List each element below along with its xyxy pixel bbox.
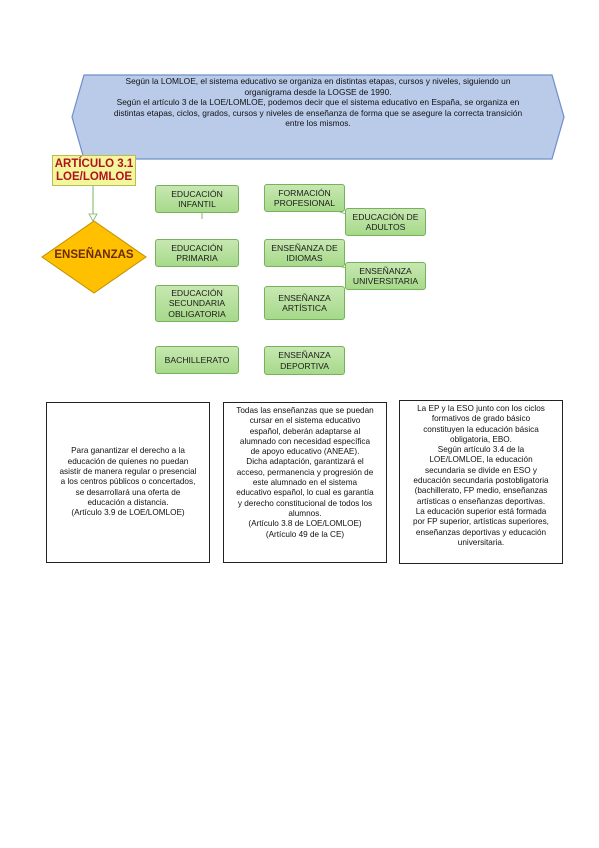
- note-line: educativo español, lo cual es garantía: [236, 488, 374, 498]
- note-line: español, deberán adaptarse al: [249, 426, 361, 436]
- note-line: secundaria se divide en ESO y: [425, 465, 537, 475]
- note-line: La educación superior está formada: [415, 506, 547, 516]
- node-primaria: EDUCACIÓN PRIMARIA: [155, 239, 239, 267]
- note-line: cursar en el sistema educativo: [249, 416, 361, 426]
- node-artistica-label: ENSEÑANZA ARTÍSTICA: [278, 292, 331, 314]
- note-line: se desarrollará una oferta de: [75, 487, 181, 497]
- node-adultos-label: EDUCACIÓN DE ADULTOS: [352, 211, 419, 233]
- article-line1: ARTÍCULO 3.1: [54, 158, 134, 170]
- note-line: alumnado con necesidad específica: [239, 436, 371, 446]
- note-line: (Artículo 3.9 de LOE/LOMLOE): [71, 508, 185, 518]
- note-line: LOE/LOMLOE, la educación: [429, 455, 533, 465]
- note-line: de apoyo educativo (ANEAE).: [250, 447, 360, 457]
- note-ebo: La EP y la ESO junto con los ciclos form…: [399, 400, 563, 564]
- note-line: educación secundaria postobligatoria: [413, 476, 549, 486]
- note-line: constituyen la educación básica: [423, 424, 539, 434]
- note-line: La EP y la ESO junto con los ciclos: [417, 404, 545, 413]
- node-universitaria: ENSEÑANZA UNIVERSITARIA: [345, 262, 426, 290]
- node-idiomas: ENSEÑANZA DE IDIOMAS: [264, 239, 345, 267]
- header-line: Según la LOMLOE, el sistema educativo se…: [125, 76, 511, 86]
- node-fp: FORMACIÓN PROFESIONAL: [264, 184, 345, 212]
- note-line: educación de quienes no puedan: [67, 456, 189, 466]
- note-line: Todas las enseñanzas que se puedan: [236, 406, 374, 415]
- note-line: acceso, permanencia y progresión de: [236, 467, 374, 477]
- node-eso-label: EDUCACIÓN SECUNDARIA OBLIGATORIA: [168, 287, 226, 319]
- diamond-label: ENSEÑANZAS: [54, 249, 134, 261]
- node-deportiva-label: ENSEÑANZA DEPORTIVA: [278, 350, 331, 371]
- note-line: este alumnado en el sistema: [252, 478, 358, 488]
- node-deportiva: ENSEÑANZA DEPORTIVA: [264, 346, 345, 375]
- note-line: Dicha adaptación, garantizará el: [246, 457, 364, 467]
- note-line: asistir de manera regular o presencial: [59, 467, 197, 477]
- node-artistica: ENSEÑANZA ARTÍSTICA: [264, 286, 345, 320]
- note-line: universitaria.: [457, 537, 505, 547]
- node-bachillerato: BACHILLERATO: [155, 346, 239, 374]
- node-idiomas-label: ENSEÑANZA DE IDIOMAS: [271, 242, 338, 264]
- note-line: y derecho constitucional de todos los: [237, 498, 373, 508]
- node-universitaria-label: ENSEÑANZA UNIVERSITARIA: [352, 265, 419, 287]
- header-banner: [71, 74, 565, 160]
- note-line: educación a distancia.: [87, 497, 169, 507]
- note-line: artísticas o enseñanzas deportivas.: [416, 496, 546, 506]
- header-line: entre los mismos.: [285, 118, 351, 129]
- note-line: formativos de grado básico: [431, 414, 531, 424]
- note-distancia: Para ganantizar el derecho a la educació…: [46, 402, 210, 563]
- node-infantil: EDUCACIÓN INFANTIL: [155, 185, 239, 213]
- header-line: organigrama desde la LOGSE de 1990.: [244, 86, 392, 97]
- note-line: (Artículo 49 de la CE): [265, 529, 345, 539]
- node-infantil-label: EDUCACIÓN INFANTIL: [171, 188, 223, 210]
- ensenanzas-diamond: [41, 220, 147, 294]
- note-line: (Artículo 3.8 de LOE/LOMLOE): [248, 519, 362, 529]
- node-bachillerato-label: BACHILLERATO: [164, 354, 230, 365]
- note-line: (bachillerato, FP medio, enseñanzas: [414, 486, 548, 496]
- article-title: ARTÍCULO 3.1 LOE/LOMLOE: [52, 155, 136, 186]
- note-line: obligatoria, EBO.: [450, 434, 512, 444]
- node-fp-label: FORMACIÓN PROFESIONAL: [273, 187, 336, 209]
- article-line2: LOE/LOMLOE: [55, 171, 133, 183]
- note-line: enseñanzas deportivas y educación: [415, 527, 547, 537]
- note-aneae: Todas las enseñanzas que se puedan cursa…: [223, 402, 387, 563]
- note-line: a los centros públicos o concertados,: [60, 477, 196, 487]
- header-text: Según la LOMLOE, el sistema educativo se…: [88, 76, 548, 129]
- note-line: Según artículo 3.4 de la: [437, 445, 525, 455]
- node-primaria-label: EDUCACIÓN PRIMARIA: [171, 242, 223, 264]
- header-line: distintas etapas, ciclos, grados, cursos…: [113, 107, 523, 118]
- node-eso: EDUCACIÓN SECUNDARIA OBLIGATORIA: [155, 285, 239, 322]
- header-line: Según el artículo 3 de la LOE/LOMLOE, po…: [116, 97, 520, 108]
- node-adultos: EDUCACIÓN DE ADULTOS: [345, 208, 426, 236]
- note-line: Para ganantizar el derecho a la: [71, 446, 185, 456]
- note-line: alumnos.: [288, 508, 322, 518]
- note-line: por FP superior, artísticas superiores,: [413, 517, 549, 527]
